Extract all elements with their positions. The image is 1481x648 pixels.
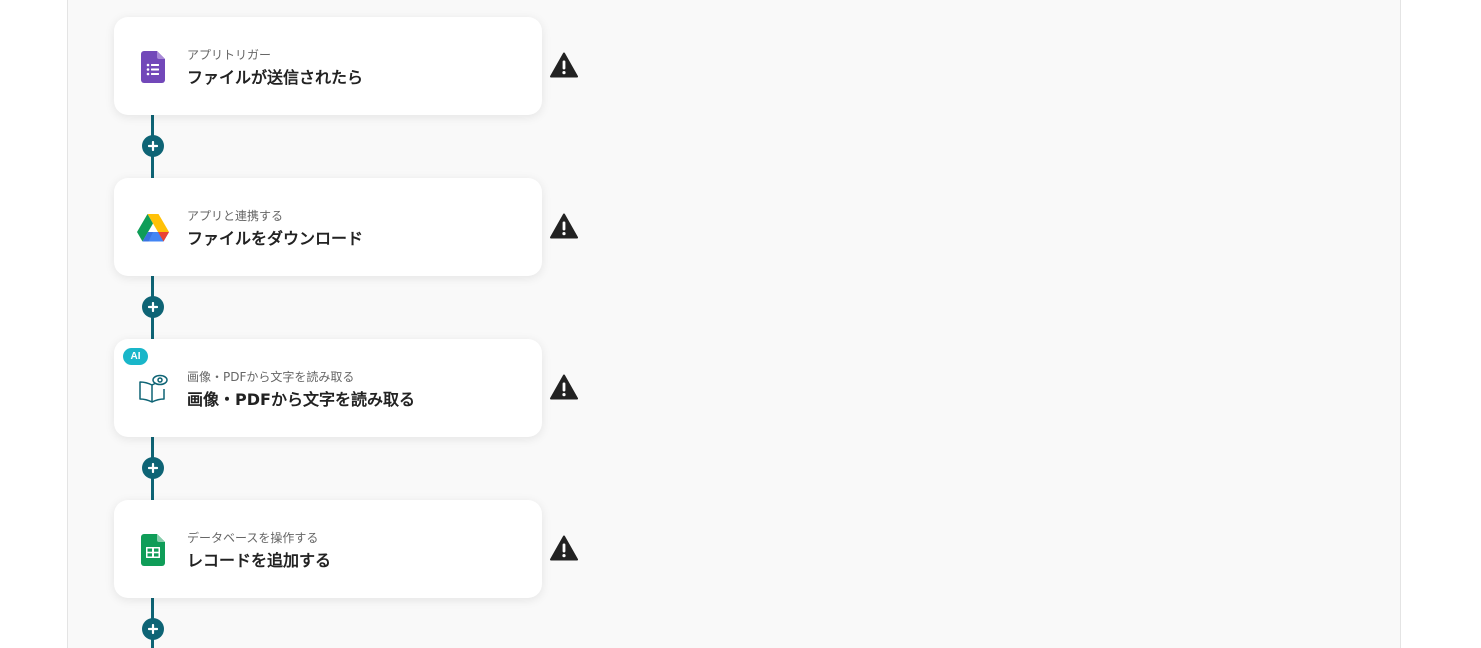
google-drive-icon	[136, 211, 170, 245]
add-step-button[interactable]	[142, 618, 164, 640]
step-type-label: アプリトリガー	[187, 48, 272, 62]
warning-icon[interactable]	[550, 213, 578, 239]
step-type-label: 画像・PDFから文字を読み取る	[187, 370, 355, 384]
step-title: 画像・PDFから文字を読み取る	[187, 390, 415, 409]
flow-step-card[interactable]: 画像・PDFから文字を読み取る 画像・PDFから文字を読み取る	[114, 339, 542, 437]
google-forms-icon	[136, 50, 170, 84]
step-title: レコードを追加する	[187, 551, 332, 570]
add-step-button[interactable]	[142, 296, 164, 318]
flow-step-card[interactable]: データベースを操作する レコードを追加する	[114, 500, 542, 598]
flow-step-card[interactable]: アプリと連携する ファイルをダウンロード	[114, 178, 542, 276]
plus-icon	[148, 624, 158, 634]
warning-icon[interactable]	[550, 374, 578, 400]
plus-icon	[148, 141, 158, 151]
warning-icon[interactable]	[550, 52, 578, 78]
step-type-label: データベースを操作する	[187, 531, 319, 545]
google-sheets-icon	[136, 533, 170, 567]
add-step-button[interactable]	[142, 135, 164, 157]
add-step-button[interactable]	[142, 457, 164, 479]
step-title: ファイルをダウンロード	[187, 229, 364, 248]
ai-badge: AI	[123, 348, 148, 365]
ocr-book-eye-icon	[136, 372, 170, 406]
flow-step-card[interactable]: アプリトリガー ファイルが送信されたら	[114, 17, 542, 115]
step-title: ファイルが送信されたら	[187, 68, 364, 87]
plus-icon	[148, 302, 158, 312]
plus-icon	[148, 463, 158, 473]
step-type-label: アプリと連携する	[187, 209, 284, 223]
warning-icon[interactable]	[550, 535, 578, 561]
